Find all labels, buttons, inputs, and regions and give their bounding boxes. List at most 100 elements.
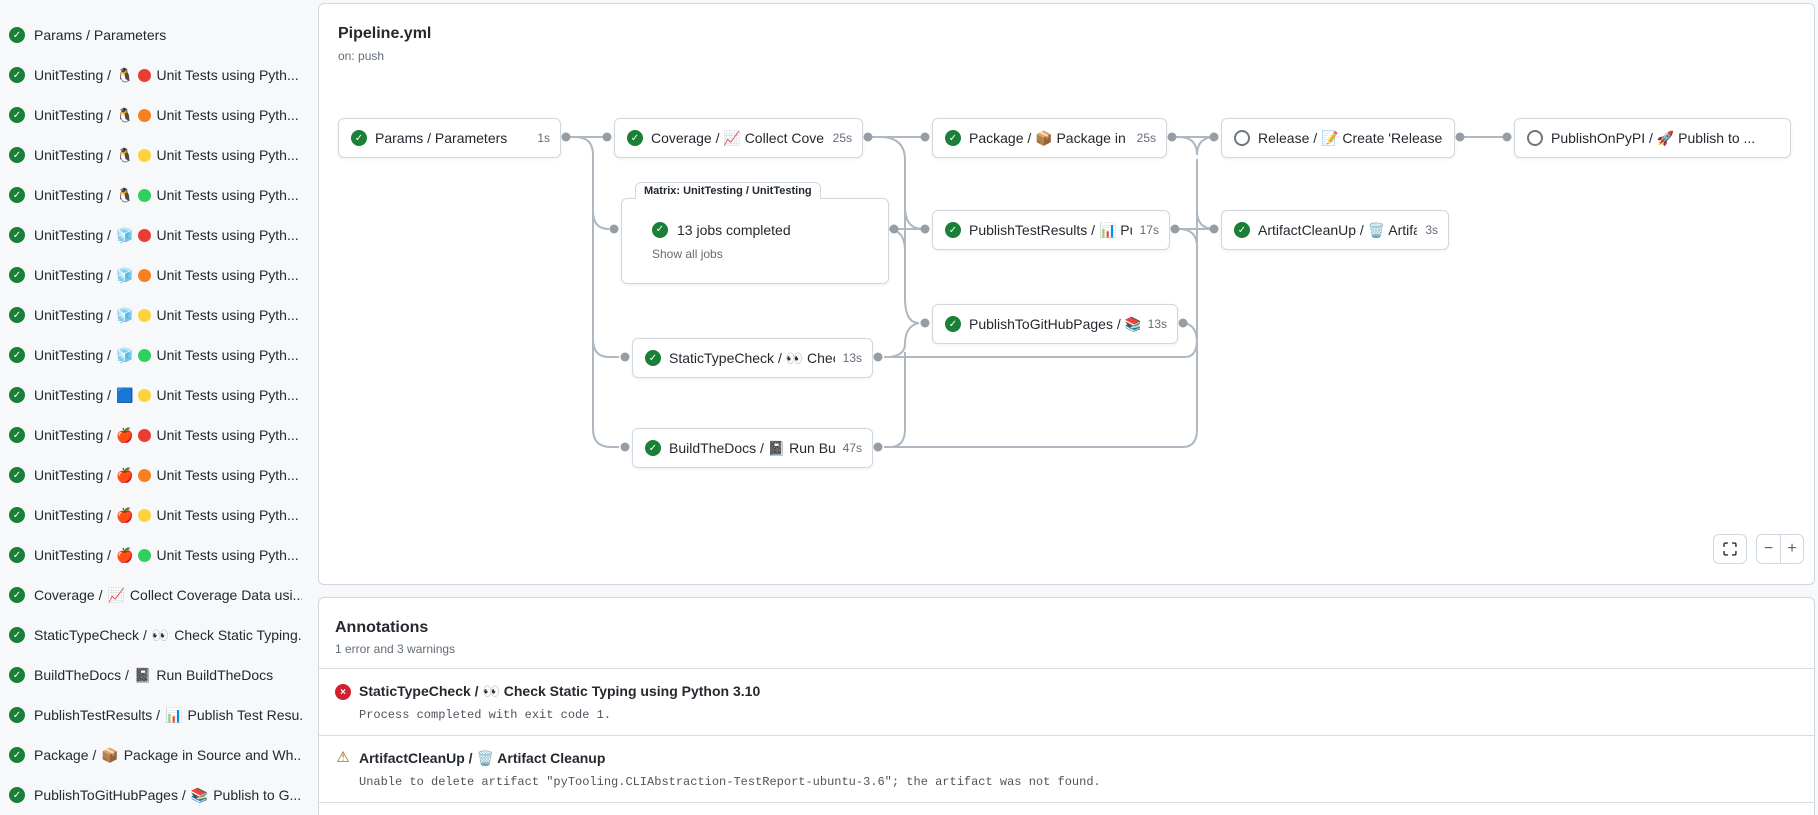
job-node-publishonpypi[interactable]: PublishOnPyPI / 🚀 Publish to ... — [1514, 118, 1791, 158]
platform-icon: 📦 — [101, 747, 119, 763]
sidebar-job-item[interactable]: ✓ StaticTypeCheck / 👀 Check Static Typin… — [0, 615, 302, 655]
sidebar-job-item[interactable]: ✓ PublishTestResults / 📊 Publish Test Re… — [0, 695, 302, 735]
matrix-group-box[interactable]: ✓ 13 jobs completed Show all jobs — [621, 198, 889, 284]
job-name: UnitTesting / — [34, 147, 112, 163]
sidebar-job-item[interactable]: ✓ UnitTesting / 🧊 Unit Tests using Pyth.… — [0, 255, 302, 295]
job-node-release[interactable]: Release / 📝 Create 'Release P... — [1221, 118, 1455, 158]
platform-icon: 🍎 — [116, 507, 134, 523]
job-step-name: Unit Tests using Pyth... — [156, 347, 299, 363]
sidebar-job-item[interactable]: ✓ UnitTesting / 🍎 Unit Tests using Pyth.… — [0, 455, 302, 495]
job-node-package[interactable]: ✓ Package / 📦 Package in So... 25s — [932, 118, 1167, 158]
job-step-name: Check Static Typing... — [174, 627, 302, 643]
annotation-job-link[interactable]: StaticTypeCheck / 👀 Check Static Typing … — [359, 683, 761, 699]
python-version-dot — [138, 508, 152, 522]
job-duration: 47s — [842, 441, 862, 455]
zoom-control: − + — [1756, 534, 1804, 564]
sidebar-job-item[interactable]: ✓ UnitTesting / 🐧 Unit Tests using Pyth.… — [0, 135, 302, 175]
success-check-icon: ✓ — [652, 221, 668, 238]
job-name: Params / Parameters — [34, 27, 167, 43]
success-check-icon: ✓ — [9, 107, 25, 123]
python-version-dot — [138, 308, 152, 322]
sidebar-job-item[interactable]: ✓ BuildTheDocs / 📓 Run BuildTheDocs — [0, 655, 302, 695]
fullscreen-icon — [1723, 542, 1737, 556]
job-node-label: Params / Parameters — [375, 130, 508, 146]
job-node-label: PublishOnPyPI / 🚀 Publish to ... — [1551, 129, 1756, 146]
platform-icon: 🍎 — [116, 427, 134, 443]
job-step-name: Collect Coverage Data usi... — [129, 587, 302, 603]
sidebar-job-item[interactable]: ✓ UnitTesting / 🧊 Unit Tests using Pyth.… — [0, 215, 302, 255]
platform-icon: 📚 — [190, 787, 209, 803]
sidebar-job-item[interactable]: ✓ UnitTesting / 🐧 Unit Tests using Pyth.… — [0, 95, 302, 135]
job-name: PublishTestResults / — [34, 707, 161, 723]
sidebar-job-item[interactable]: ✓ UnitTesting / 🍎 Unit Tests using Pyth.… — [0, 495, 302, 535]
job-node-label: BuildTheDocs / 📓 Run Buil... — [669, 439, 835, 456]
sidebar-job-item[interactable]: ✓ PublishToGitHubPages / 📚 Publish to G.… — [0, 775, 302, 815]
success-check-icon: ✓ — [9, 587, 25, 603]
job-duration: 13s — [842, 351, 862, 365]
jobs-sidebar: ✓ Params / Parameters ✓ UnitTesting / 🐧 … — [0, 15, 302, 815]
annotation-job-link[interactable]: ArtifactCleanUp / 🗑️ Artifact Cleanup — [359, 750, 606, 766]
job-node-statictypecheck[interactable]: ✓ StaticTypeCheck / 👀 Chec... 13s — [632, 338, 873, 378]
job-name: Package / — [34, 747, 97, 763]
skipped-status-icon — [1234, 130, 1250, 146]
sidebar-job-item[interactable]: ✓ Coverage / 📈 Collect Coverage Data usi… — [0, 575, 302, 615]
job-name: UnitTesting / — [34, 107, 112, 123]
sidebar-job-item[interactable]: ✓ UnitTesting / 🧊 Unit Tests using Pyth.… — [0, 335, 302, 375]
job-name: UnitTesting / — [34, 387, 112, 403]
job-name: UnitTesting / — [34, 267, 112, 283]
job-node-coverage[interactable]: ✓ Coverage / 📈 Collect Cove... 25s — [614, 118, 863, 158]
job-duration: 25s — [832, 131, 852, 145]
sidebar-job-item[interactable]: ✓ Package / 📦 Package in Source and Wh..… — [0, 735, 302, 775]
sidebar-job-item[interactable]: ✓ UnitTesting / 🟦 Unit Tests using Pyth.… — [0, 375, 302, 415]
job-node-params[interactable]: ✓ Params / Parameters 1s — [338, 118, 561, 158]
zoom-in-button[interactable]: + — [1780, 535, 1803, 563]
job-node-label: Release / 📝 Create 'Release P... — [1258, 129, 1444, 146]
success-check-icon: ✓ — [9, 667, 25, 683]
success-check-icon: ✓ — [9, 347, 25, 363]
job-step-name: Unit Tests using Pyth... — [156, 387, 299, 403]
success-check-icon: ✓ — [945, 222, 961, 238]
job-node-label: Package / 📦 Package in So... — [969, 129, 1129, 146]
success-check-icon: ✓ — [645, 350, 661, 366]
annotations-title: Annotations — [335, 619, 429, 636]
job-node-label: ArtifactCleanUp / 🗑️ Artifac... — [1258, 221, 1418, 238]
platform-icon: 🟦 — [116, 387, 134, 403]
annotation-message: Process completed with exit code 1. — [359, 708, 612, 722]
success-check-icon: ✓ — [9, 187, 25, 203]
job-name: UnitTesting / — [34, 467, 112, 483]
matrix-group-tab[interactable]: Matrix: UnitTesting / UnitTesting — [635, 182, 821, 199]
success-check-icon: ✓ — [945, 316, 961, 332]
fullscreen-button[interactable] — [1713, 534, 1747, 564]
python-version-dot — [138, 348, 152, 362]
sidebar-job-item[interactable]: ✓ UnitTesting / 🐧 Unit Tests using Pyth.… — [0, 175, 302, 215]
platform-icon: 🐧 — [116, 187, 134, 203]
show-all-jobs-link[interactable]: Show all jobs — [652, 246, 723, 261]
success-check-icon: ✓ — [1234, 222, 1250, 238]
skipped-status-icon — [1527, 130, 1543, 146]
job-name: UnitTesting / — [34, 227, 112, 243]
job-duration: 25s — [1136, 131, 1156, 145]
job-node-publishtestresults[interactable]: ✓ PublishTestResults / 📊 Pu... 17s — [932, 210, 1170, 250]
sidebar-job-item[interactable]: ✓ UnitTesting / 🍎 Unit Tests using Pyth.… — [0, 535, 302, 575]
python-version-dot — [138, 548, 152, 562]
sidebar-job-item[interactable]: ✓ UnitTesting / 🧊 Unit Tests using Pyth.… — [0, 295, 302, 335]
job-name: UnitTesting / — [34, 67, 112, 83]
sidebar-job-item[interactable]: ✓ Params / Parameters — [0, 15, 302, 55]
platform-icon: 📈 — [107, 587, 125, 603]
zoom-out-button[interactable]: − — [1763, 540, 1774, 557]
job-node-publishtogithubpages[interactable]: ✓ PublishToGitHubPages / 📚 ... 13s — [932, 304, 1178, 344]
platform-icon: 🐧 — [116, 147, 134, 163]
sidebar-job-item[interactable]: ✓ UnitTesting / 🍎 Unit Tests using Pyth.… — [0, 415, 302, 455]
success-check-icon: ✓ — [9, 27, 25, 43]
python-version-dot — [138, 268, 152, 282]
job-step-name: Unit Tests using Pyth... — [156, 147, 299, 163]
python-version-dot — [138, 228, 152, 242]
job-node-buildthedocs[interactable]: ✓ BuildTheDocs / 📓 Run Buil... 47s — [632, 428, 873, 468]
job-node-artifactcleanup[interactable]: ✓ ArtifactCleanUp / 🗑️ Artifac... 3s — [1221, 210, 1449, 250]
sidebar-job-item[interactable]: ✓ UnitTesting / 🐧 Unit Tests using Pyth.… — [0, 55, 302, 95]
platform-icon: 🐧 — [116, 107, 134, 123]
success-check-icon: ✓ — [9, 707, 25, 723]
success-check-icon: ✓ — [627, 130, 643, 146]
success-check-icon: ✓ — [945, 130, 961, 146]
success-check-icon: ✓ — [9, 227, 25, 243]
